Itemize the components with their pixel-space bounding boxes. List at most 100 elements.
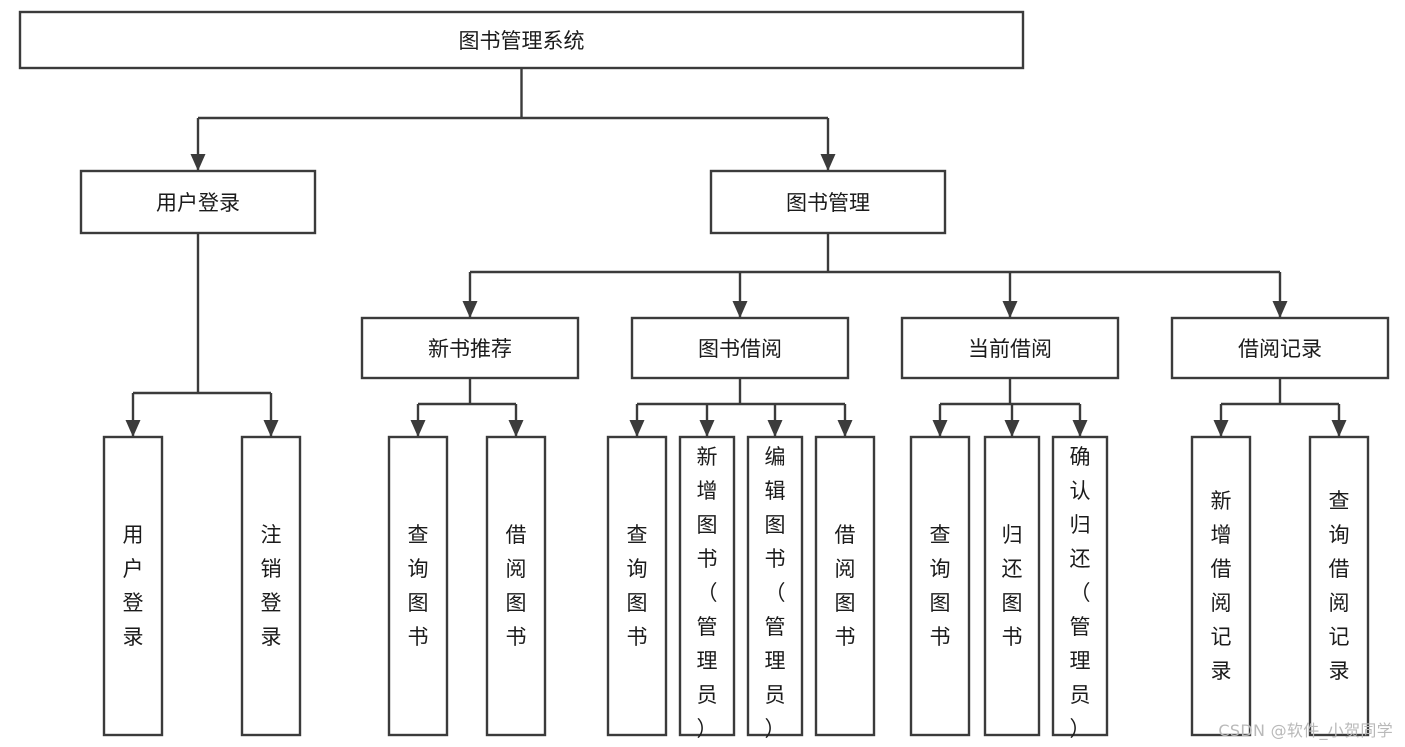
node-label-char: 查 [408,523,429,547]
leaf-node[interactable]: 新增借阅记录新增借阅记录 [1190,435,1252,737]
node-label-char: 员 [697,683,718,707]
conn-recommend-to-leaves [410,378,524,437]
level3-node[interactable]: 借阅记录 [1170,316,1390,380]
node-label-char: 登 [123,591,144,615]
arrow-head-icon [1331,420,1347,437]
node-label-char: 用 [123,523,144,547]
node-label-char: 书 [506,625,527,649]
node-box-leaf-query-borrow-record[interactable] [1308,435,1370,737]
leaf-node[interactable]: 注销登录注销登录 [240,435,302,737]
node-box-book-borrow[interactable] [630,316,850,380]
level2-node[interactable]: 用户登录 [79,169,317,235]
node-label-char: 借 [1329,557,1350,581]
arrow-head-icon [462,301,478,318]
node-label-new-book-recommend: 新书推荐 [428,337,512,361]
arrow-head-icon [190,154,206,171]
node-label-char: 图 [408,591,429,615]
node-box-book-manage[interactable] [709,169,947,235]
leaf-node[interactable]: 查询图书查询图书 [387,435,449,737]
node-label-char: 记 [1211,625,1232,649]
node-label-char: 记 [1329,625,1350,649]
node-label-char: 新 [697,445,718,469]
leaf-node[interactable]: 查询图书查询图书 [606,435,668,737]
node-label-char: 书 [835,625,856,649]
node-box-borrow-record[interactable] [1170,316,1390,380]
node-label-char: 员 [765,683,786,707]
node-label-char: 新 [1211,489,1232,513]
node-label-char: 归 [1002,523,1023,547]
node-label-char: 图 [930,591,951,615]
node-label-char: 还 [1002,557,1023,581]
node-layer: 图书管理系统用户登录图书管理新书推荐图书借阅当前借阅借阅记录用户登录用户登录注销… [18,10,1390,741]
leaf-node[interactable]: 用户登录用户登录 [102,435,164,737]
node-label-borrow-record: 借阅记录 [1238,337,1322,361]
node-label-char: 询 [930,557,951,581]
node-label-char: 借 [835,523,856,547]
conn-root-to-level2 [190,68,836,171]
level3-node[interactable]: 图书借阅 [630,316,850,380]
level3-node[interactable]: 新书推荐 [360,316,580,380]
node-box-leaf-borrow-book-recommend[interactable] [485,435,547,737]
node-box-leaf-user-login[interactable] [102,435,164,737]
node-box-leaf-query-book-borrow[interactable] [606,435,668,737]
node-label-char: 销 [261,557,282,581]
node-label-char: 书 [627,625,648,649]
node-box-leaf-borrow-book[interactable] [814,435,876,737]
arrow-head-icon [508,420,524,437]
node-label-current-borrow: 当前借阅 [968,337,1052,361]
node-label-char: 图 [1002,591,1023,615]
level2-node[interactable]: 图书管理 [709,169,947,235]
node-label-char: 录 [123,625,144,649]
node-box-leaf-add-book[interactable] [678,435,736,737]
node-label-char: 管 [697,615,718,639]
leaf-node[interactable]: 查询借阅记录查询借阅记录 [1308,435,1370,737]
node-box-root[interactable] [18,10,1025,70]
node-box-leaf-return-book[interactable] [983,435,1041,737]
node-label-char: 图 [765,513,786,537]
node-label-char: 图 [627,591,648,615]
node-label-book-borrow: 图书借阅 [698,337,782,361]
node-label-char: ） [765,717,786,741]
leaf-node[interactable]: 归还图书归还图书 [983,435,1041,737]
arrow-head-icon [1004,420,1020,437]
node-label-char: 录 [261,625,282,649]
node-label-char: 图 [697,513,718,537]
node-label-char: 增 [1211,523,1232,547]
leaf-node[interactable]: 借阅图书借阅图书 [814,435,876,737]
node-label-char: 书 [930,625,951,649]
node-label-char: 借 [506,523,527,547]
arrow-head-icon [1272,301,1288,318]
node-label-char: （ [697,581,718,605]
csdn-watermark: CSDN @软件_小贺同学 [1218,721,1393,740]
node-label-char: 书 [765,547,786,571]
node-box-user-login[interactable] [79,169,317,235]
conn-record-to-leaves [1213,378,1347,437]
root-node[interactable]: 图书管理系统 [18,10,1025,70]
node-label-char: 辑 [765,479,786,503]
arrow-head-icon [732,301,748,318]
arrow-head-icon [263,420,279,437]
connector-layer [125,68,1347,437]
node-box-current-borrow[interactable] [900,316,1120,380]
leaf-node[interactable]: 借阅图书借阅图书 [485,435,547,737]
node-label-char: 认 [1070,479,1091,503]
node-label-char: 询 [1329,523,1350,547]
level3-node[interactable]: 当前借阅 [900,316,1120,380]
node-box-leaf-edit-book[interactable] [746,435,804,737]
node-box-leaf-query-book-current[interactable] [909,435,971,737]
node-box-new-book-recommend[interactable] [360,316,580,380]
node-label-char: 注 [261,523,282,547]
arrow-head-icon [699,420,715,437]
node-label-char: 查 [1329,489,1350,513]
node-box-leaf-confirm-return[interactable] [1051,435,1109,737]
node-label-char: 管 [765,615,786,639]
node-box-leaf-logout[interactable] [240,435,302,737]
node-box-leaf-query-book-recommend[interactable] [387,435,449,737]
node-box-leaf-add-borrow-record[interactable] [1190,435,1252,737]
node-label-char: 管 [1070,615,1091,639]
leaf-node[interactable]: 查询图书查询图书 [909,435,971,737]
node-label-char: 阅 [506,557,527,581]
